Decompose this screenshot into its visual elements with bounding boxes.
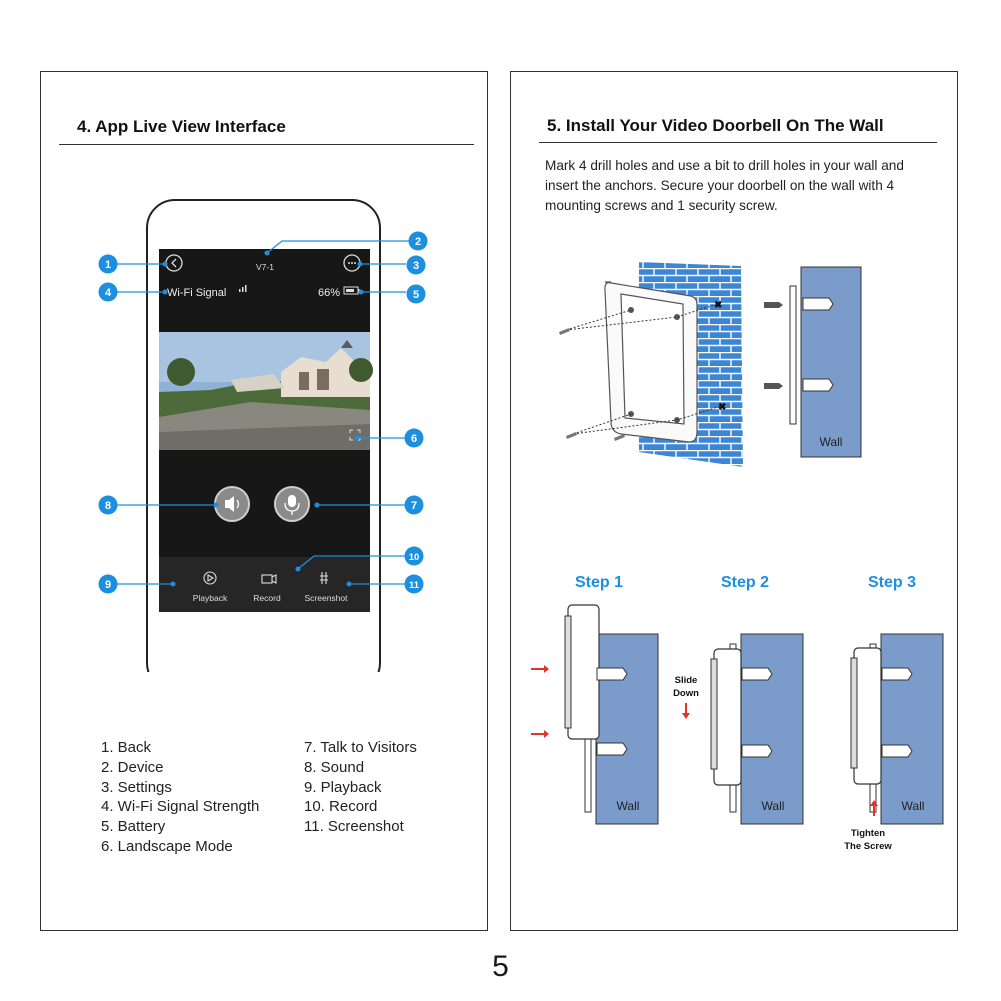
record-icon [261, 574, 277, 584]
install-instructions: Mark 4 drill holes and use a bit to dril… [545, 158, 904, 213]
legend-item: 5. Battery [101, 818, 166, 836]
step-2-label: Step 2 [721, 574, 769, 591]
callout-1: 1 [105, 259, 111, 271]
battery-icon [343, 286, 360, 295]
wifi-signal-icon [239, 285, 247, 292]
step-2-diagram: Slide Down Wall [673, 633, 804, 825]
step-1-diagram: Wall [531, 604, 659, 825]
tighten-text-1: Tighten [851, 828, 885, 839]
callout-10: 10 [409, 552, 420, 563]
step-1-label: Step 1 [575, 574, 623, 591]
device-name: V7-1 [256, 262, 274, 272]
toolbar-playback-label: Playback [193, 593, 228, 603]
slide-down-text-2: Down [673, 688, 699, 699]
screws-right [764, 302, 783, 389]
legend-column-1: 1. Back 2. Device 3. Settings 4. Wi-Fi S… [101, 738, 259, 857]
drill-guide-lines [565, 303, 722, 435]
callout-leaders [117, 240, 418, 585]
callout-3: 3 [413, 260, 419, 272]
callout-11: 11 [409, 580, 420, 591]
title-rule [59, 144, 474, 145]
callout-9: 9 [105, 579, 111, 591]
wall-label: Wall [762, 799, 785, 813]
install-doorbell-panel: 5. Install Your Video Doorbell On The Wa… [510, 71, 958, 931]
callout-4: 4 [105, 287, 112, 299]
legend-column-2: 7. Talk to Visitors 8. Sound 9. Playback… [304, 738, 417, 837]
step-3-label: Step 3 [868, 574, 916, 591]
legend-item: 7. Talk to Visitors [304, 739, 417, 756]
legend-item: 4. Wi-Fi Signal Strength [101, 798, 260, 816]
landscape-mode-icon [349, 429, 361, 441]
playback-icon [203, 571, 217, 585]
screws-left [559, 328, 625, 441]
step-3-diagram: Tighten The Screw Wall [844, 633, 944, 852]
svg-text:✖: ✖ [718, 402, 726, 413]
legend-item: 6. Landscape Mode [101, 837, 233, 855]
callout-7: 7 [411, 500, 417, 512]
svg-text:✖: ✖ [714, 300, 722, 311]
legend-item: 1. Back [101, 739, 152, 756]
tighten-text-2: The Screw [844, 841, 892, 852]
slide-down-text-1: Slide [675, 675, 698, 686]
app-live-view-panel: 4. App Live View Interface [40, 71, 488, 931]
wall-label: Wall [617, 799, 640, 813]
callout-8: 8 [105, 500, 111, 512]
title-rule [539, 142, 937, 143]
wall-anchors [802, 297, 834, 392]
wifi-signal-label: Wi-Fi Signal [167, 287, 226, 299]
wall-label: Wall [820, 435, 843, 449]
legend-item: 8. Sound [304, 758, 365, 776]
toolbar-record-label: Record [253, 593, 281, 603]
page-number: 5 [492, 950, 509, 983]
toolbar-screenshot-label: Screenshot [305, 593, 349, 603]
legend-item: 10. Record [304, 798, 378, 816]
section-title-live-view: 4. App Live View Interface [77, 117, 286, 136]
battery-percent: 66% [318, 287, 340, 299]
mounting-bracket [604, 281, 698, 443]
legend-item: 2. Device [101, 758, 164, 776]
wall-section [800, 266, 862, 458]
phone-toolbar [159, 557, 370, 612]
section-title-install: 5. Install Your Video Doorbell On The Wa… [547, 116, 884, 135]
callout-2: 2 [415, 236, 421, 248]
legend-item: 11. Screenshot [304, 818, 404, 836]
wall-label: Wall [902, 799, 925, 813]
camera-feed-image [159, 332, 373, 450]
installation-diagrams: ✖ ✖ Wall Step 1 Step 2 Step 3 [531, 262, 944, 852]
legend-item: 9. Playback [304, 778, 382, 796]
callout-5: 5 [413, 289, 419, 301]
screenshot-icon [320, 572, 328, 584]
legend-item: 3. Settings [101, 778, 172, 796]
phone-illustration: 1 2 3 4 5 6 7 8 9 10 11 V7-1 Wi-Fi Signa… [98, 199, 428, 672]
callout-6: 6 [411, 433, 417, 445]
